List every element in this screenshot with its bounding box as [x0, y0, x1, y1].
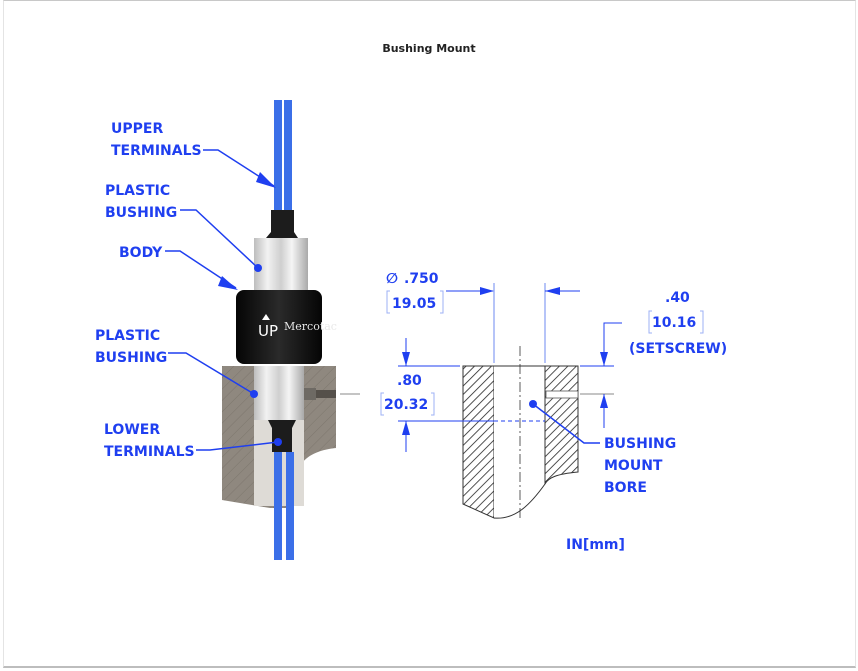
dim-setscrew-note: (SETSCREW) [629, 341, 727, 357]
dim-setscrew-inches: .40 [665, 290, 690, 306]
section-bore-outline [493, 365, 546, 519]
diagram-title: Bushing Mount [382, 42, 476, 55]
upper-plastic-bushing [266, 210, 298, 238]
dim-diameter-mm: 19.05 [392, 296, 436, 312]
label-bushing-mount-bore-2: MOUNT [604, 458, 663, 474]
dim-bracket [648, 310, 704, 334]
units-label: IN[mm] [566, 537, 625, 553]
component-labels: UPPER TERMINALS PLASTIC BUSHING BODY PLA… [95, 121, 282, 460]
section-left-wall [462, 365, 495, 519]
label-body: BODY [119, 245, 163, 261]
upper-body-shaft [254, 238, 308, 290]
setscrew-thread [304, 388, 316, 400]
leader-dot-icon [254, 264, 262, 272]
dim-diameter-inches: .750 [404, 271, 439, 287]
dim-bracket [386, 290, 444, 314]
section-setscrew-hole [545, 390, 579, 399]
slip-ring-rendering: UP Mercotac [222, 100, 360, 560]
label-lower-terminals-2: TERMINALS [104, 444, 195, 460]
dimension-annotations: ∅ .750 19.05 .40 10.16 (SETSCREW) .80 20… [380, 271, 727, 553]
label-upper-terminals-1: UPPER [111, 121, 163, 137]
bore-cross-section [462, 346, 579, 520]
lower-terminal-wire [274, 452, 282, 560]
up-logo: UP [258, 322, 278, 340]
leader-upper-terminals [203, 149, 275, 187]
arrowhead-icon [600, 394, 608, 408]
label-plastic-bushing-lower-2: BUSHING [95, 350, 167, 366]
dim-setscrew-mm: 10.16 [652, 315, 696, 331]
leader-body [165, 250, 237, 289]
label-bushing-mount-bore-3: BORE [604, 480, 647, 496]
page-frame [3, 0, 856, 668]
arrowhead-icon [402, 352, 410, 366]
arrowhead-icon [402, 421, 410, 435]
label-plastic-bushing-upper-2: BUSHING [105, 205, 177, 221]
lower-body-shaft [254, 366, 304, 420]
dim-depth-inches: .80 [397, 373, 422, 389]
label-plastic-bushing-lower-1: PLASTIC [95, 328, 160, 344]
leader-dot-icon [274, 438, 282, 446]
brand-logo: Mercotac [284, 320, 337, 333]
leader-bushing-mount-bore [532, 403, 600, 444]
upper-terminal-wire [284, 100, 292, 212]
arrowhead-icon [545, 287, 560, 295]
body-housing [236, 290, 322, 364]
dim-depth-mm: 20.32 [384, 397, 428, 413]
arrowhead-icon [256, 172, 276, 188]
upper-terminal-wire [274, 100, 282, 212]
leader-plastic-bushing-upper [180, 209, 259, 269]
arrowhead-icon [480, 287, 494, 295]
leader-plastic-bushing-lower [168, 352, 255, 395]
leader-dot-icon [250, 390, 258, 398]
setscrew [304, 390, 336, 398]
label-bushing-mount-bore-1: BUSHING [604, 436, 676, 452]
dim-line [603, 322, 622, 366]
up-arrow-icon [262, 314, 270, 320]
label-upper-terminals-2: TERMINALS [111, 143, 202, 159]
label-lower-terminals-1: LOWER [104, 422, 160, 438]
lower-plastic-bushing [268, 420, 296, 452]
lower-terminal-wire [286, 452, 294, 560]
label-plastic-bushing-upper-1: PLASTIC [105, 183, 170, 199]
leader-lower-terminals [196, 441, 279, 451]
dim-bracket [380, 392, 435, 416]
arrowhead-icon [600, 352, 608, 366]
arrowhead-icon [218, 276, 238, 290]
dim-diameter-symbol: ∅ [386, 271, 398, 287]
